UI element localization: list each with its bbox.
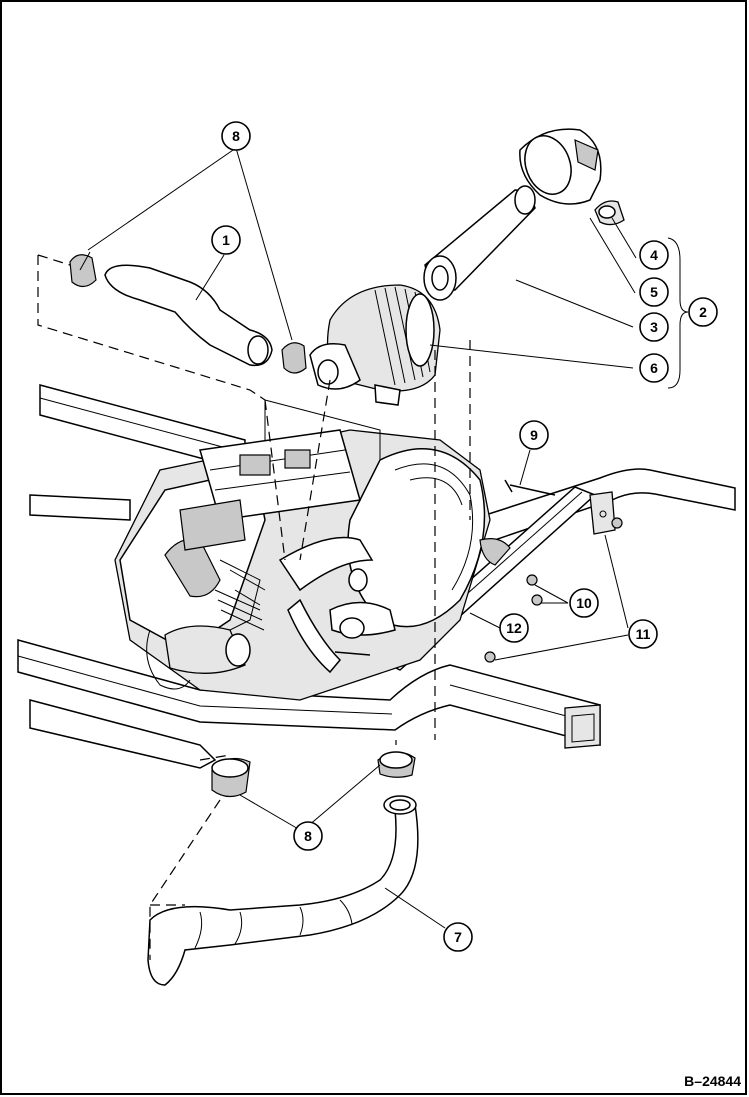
leader-lines bbox=[87, 147, 689, 929]
callout-2: 2 bbox=[688, 297, 718, 327]
callout-3: 3 bbox=[639, 312, 669, 342]
callout-11: 11 bbox=[628, 619, 658, 649]
callout-10: 10 bbox=[569, 588, 599, 618]
callout-1: 1 bbox=[211, 225, 241, 255]
callout-5: 5 bbox=[639, 277, 669, 307]
callout-12: 12 bbox=[499, 613, 529, 643]
callout-7: 7 bbox=[443, 922, 473, 952]
callout-label: 10 bbox=[576, 595, 592, 611]
phantom-lines bbox=[37, 254, 471, 960]
callout-label: 7 bbox=[454, 929, 462, 945]
callout-label: 1 bbox=[222, 232, 230, 248]
callout-label: 4 bbox=[650, 247, 658, 263]
air-cleaner-assembly bbox=[309, 128, 625, 406]
intake-hose-upper bbox=[69, 251, 307, 374]
reference-code: B–24844 bbox=[684, 1073, 741, 1089]
callout-4: 4 bbox=[639, 240, 669, 270]
callout-label: 9 bbox=[530, 427, 538, 443]
callout-8-bottom: 8 bbox=[293, 821, 323, 851]
callout-label: 11 bbox=[636, 626, 651, 642]
callout-9: 9 bbox=[519, 420, 549, 450]
callout-label: 6 bbox=[650, 360, 658, 376]
callout-label: 8 bbox=[232, 128, 240, 144]
callout-label: 2 bbox=[699, 304, 707, 320]
hardware bbox=[348, 517, 623, 663]
callout-label: 3 bbox=[650, 319, 658, 335]
callout-6: 6 bbox=[639, 353, 669, 383]
callout-8-top: 8 bbox=[221, 121, 251, 151]
callout-label: 8 bbox=[304, 828, 312, 844]
callout-label: 12 bbox=[506, 620, 522, 636]
intake-hose-lower bbox=[147, 751, 419, 986]
engine bbox=[114, 399, 556, 701]
callout-label: 5 bbox=[650, 284, 658, 300]
